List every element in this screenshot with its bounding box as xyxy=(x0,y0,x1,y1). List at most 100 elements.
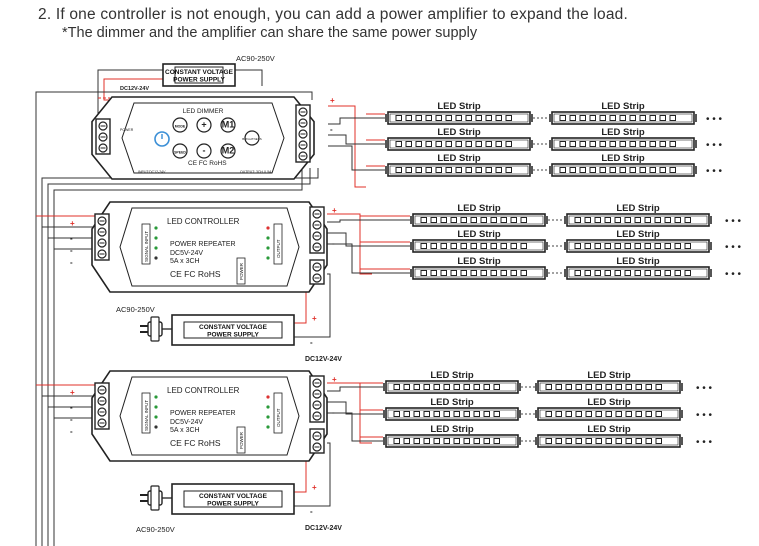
ac-label: AC90-250V xyxy=(136,525,175,534)
power-supply-label: POWER SUPPLY xyxy=(173,77,225,84)
led-chip xyxy=(415,141,422,147)
signal-input-label: SIGNAL INPUT xyxy=(144,400,149,431)
led-chip xyxy=(490,270,497,276)
led-chip xyxy=(575,411,582,417)
strip-connector xyxy=(530,114,533,122)
terminal-housing xyxy=(94,382,110,430)
led-chip xyxy=(629,115,636,121)
led-chip xyxy=(445,141,452,147)
strip-connector xyxy=(410,269,413,277)
strip-connector xyxy=(680,437,683,445)
led-chip xyxy=(480,243,487,249)
led-strip xyxy=(410,266,548,280)
led-strip xyxy=(549,137,697,151)
strip-connector xyxy=(709,242,712,250)
led-strip-inner xyxy=(387,409,517,419)
dimmer-button xyxy=(172,143,188,159)
led-chip xyxy=(599,115,606,121)
led-chip xyxy=(584,217,591,223)
plus-sign: + xyxy=(332,375,337,384)
status-led xyxy=(154,405,158,409)
led-chip xyxy=(629,141,636,147)
led-strip xyxy=(564,239,712,253)
led-strip-inner xyxy=(568,215,708,225)
led-strip xyxy=(549,163,697,177)
dimmer-button-label: M1 xyxy=(222,120,235,130)
led-chip xyxy=(644,270,651,276)
strip-connector xyxy=(549,114,552,122)
plug-grip xyxy=(150,485,160,511)
led-chip xyxy=(655,384,662,390)
repeater-line2: DC5V-24V xyxy=(170,419,203,426)
output-label: OUTPUT xyxy=(276,239,281,258)
page-title: 2. If one controller is not enough, you … xyxy=(38,6,629,23)
led-chip xyxy=(625,384,632,390)
repeater-line1: POWER REPEATER xyxy=(170,410,236,417)
led-chip xyxy=(634,217,641,223)
led-chip xyxy=(599,167,606,173)
minus-sign: - xyxy=(310,338,313,347)
led-chip xyxy=(634,243,641,249)
strip-label: LED Strip xyxy=(601,101,644,112)
strips xyxy=(383,111,712,448)
dimmer-input-terminal xyxy=(95,118,111,155)
signal-input-tag xyxy=(141,392,151,434)
power-supply-label: CONSTANT VOLTAGE xyxy=(199,324,268,331)
power-terminal xyxy=(309,259,325,285)
led-chip xyxy=(475,167,482,173)
minus-sign: - xyxy=(70,246,73,255)
led-chip xyxy=(654,217,661,223)
led-chip xyxy=(575,384,582,390)
repeater-panel xyxy=(119,376,300,456)
led-strip-inner xyxy=(414,215,544,225)
led-chip xyxy=(555,411,562,417)
minus-sign: - xyxy=(70,234,73,243)
strip-connector xyxy=(564,242,567,250)
strip-connector xyxy=(518,383,521,391)
dimmer-button-label: SPEED xyxy=(174,151,186,155)
repeater-panel xyxy=(119,207,300,287)
led-chip xyxy=(649,167,656,173)
repeater-line2: DC5V-24V xyxy=(170,250,203,257)
signal-input-label: SIGNAL INPUT xyxy=(144,231,149,262)
led-strip-inner xyxy=(568,268,708,278)
strip-label: LED Strip xyxy=(601,153,644,164)
led-chip xyxy=(669,115,676,121)
minus-sign: - xyxy=(70,415,73,424)
led-chip xyxy=(654,243,661,249)
led-chip xyxy=(635,438,642,444)
dimmer-button xyxy=(220,143,236,159)
led-chip xyxy=(659,167,666,173)
led-chip xyxy=(403,438,410,444)
led-chip xyxy=(555,384,562,390)
led-chip xyxy=(433,438,440,444)
strip-label: LED Strip xyxy=(437,127,480,138)
led-chip xyxy=(465,167,472,173)
more-strips: • • • xyxy=(696,383,713,394)
led-chip xyxy=(450,270,457,276)
led-chip xyxy=(639,115,646,121)
led-chip xyxy=(545,411,552,417)
dimmer-button-label: MODE xyxy=(175,125,186,129)
led-chip xyxy=(639,167,646,173)
led-chip xyxy=(520,243,527,249)
led-chip xyxy=(639,141,646,147)
led-chip xyxy=(510,243,517,249)
led-strip-inner xyxy=(389,165,529,175)
status-led xyxy=(266,226,270,230)
led-chip xyxy=(645,411,652,417)
led-chip xyxy=(420,217,427,223)
wire-amp-ch xyxy=(327,386,383,392)
more-strips: • • • xyxy=(706,114,723,125)
led-chip xyxy=(455,115,462,121)
led-strip xyxy=(535,407,683,421)
output-terminal xyxy=(309,206,325,254)
plus-sign: + xyxy=(312,483,317,492)
power-supply-label-box xyxy=(183,321,283,339)
led-strip xyxy=(383,434,521,448)
led-chip xyxy=(669,141,676,147)
led-chip xyxy=(470,217,477,223)
led-chip xyxy=(405,141,412,147)
